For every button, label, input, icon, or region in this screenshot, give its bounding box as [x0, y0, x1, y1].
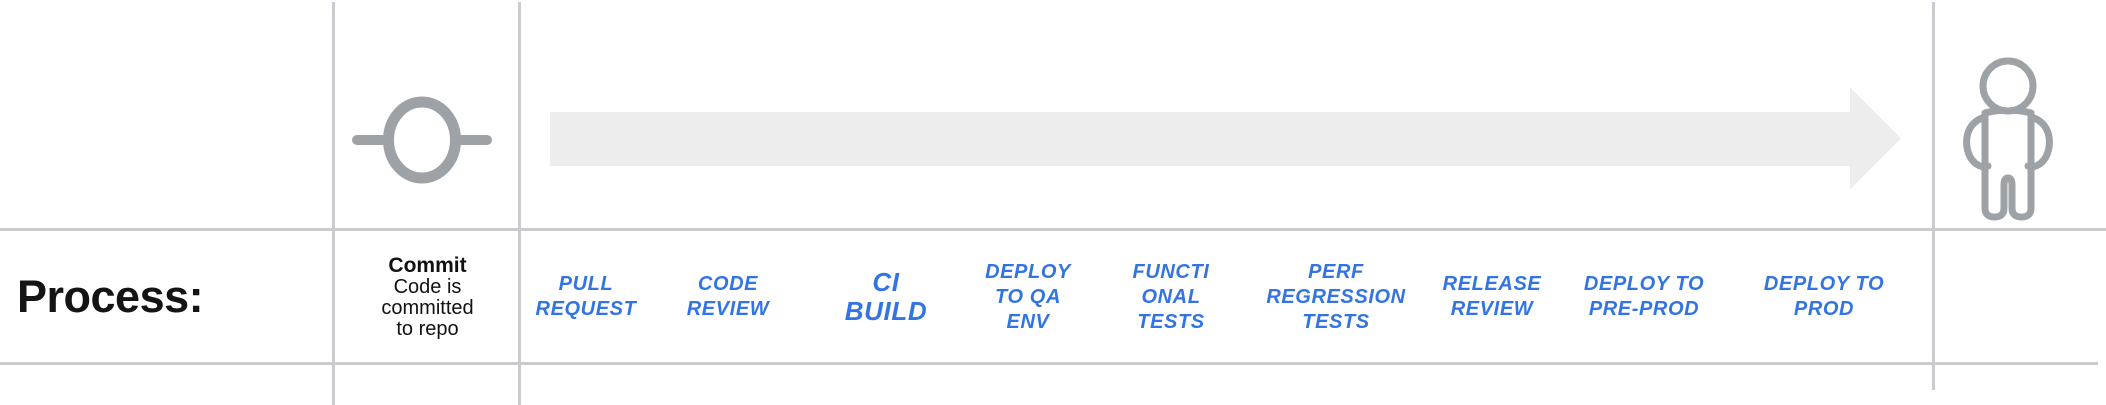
step-label-functional-tests[interactable]: FUNCTI ONAL TESTS	[1132, 260, 1210, 333]
grid-vline-right	[1932, 2, 1935, 390]
step-label-deploy-to-prod[interactable]: DEPLOY TO PROD	[1763, 273, 1885, 320]
commit-step-cell[interactable]: Commit Code is committed to repo	[336, 231, 519, 363]
flow-arrow-icon[interactable]	[550, 87, 1903, 191]
step-label-deploy-to-pre-prod[interactable]: DEPLOY TO PRE-PROD	[1583, 273, 1705, 320]
step-label-perf-regression-tests[interactable]: PERF REGRESSION TESTS	[1266, 260, 1406, 333]
commit-step-description: Code is committed to repo	[381, 276, 474, 340]
process-row-label-text: Process:	[17, 271, 204, 322]
process-row-label: Process:	[17, 231, 327, 363]
commit-node-icon[interactable]	[352, 94, 492, 186]
step-label-pull-request[interactable]: PULL REQUEST	[535, 273, 637, 320]
commit-step-title: Commit	[388, 254, 467, 277]
step-label-ci-build[interactable]: CI BUILD	[844, 267, 928, 326]
step-label-deploy-to-qa-env[interactable]: DEPLOY TO QA ENV	[985, 260, 1071, 333]
grid-vline-left	[332, 2, 335, 405]
step-label-code-review[interactable]: CODE REVIEW	[686, 273, 770, 320]
person-icon[interactable]	[1958, 56, 2058, 224]
grid-vline-mid	[518, 2, 521, 405]
grid-hline-bottom	[0, 362, 2098, 365]
step-label-release-review[interactable]: RELEASE REVIEW	[1442, 273, 1542, 320]
grid-hline-top	[0, 228, 2106, 231]
